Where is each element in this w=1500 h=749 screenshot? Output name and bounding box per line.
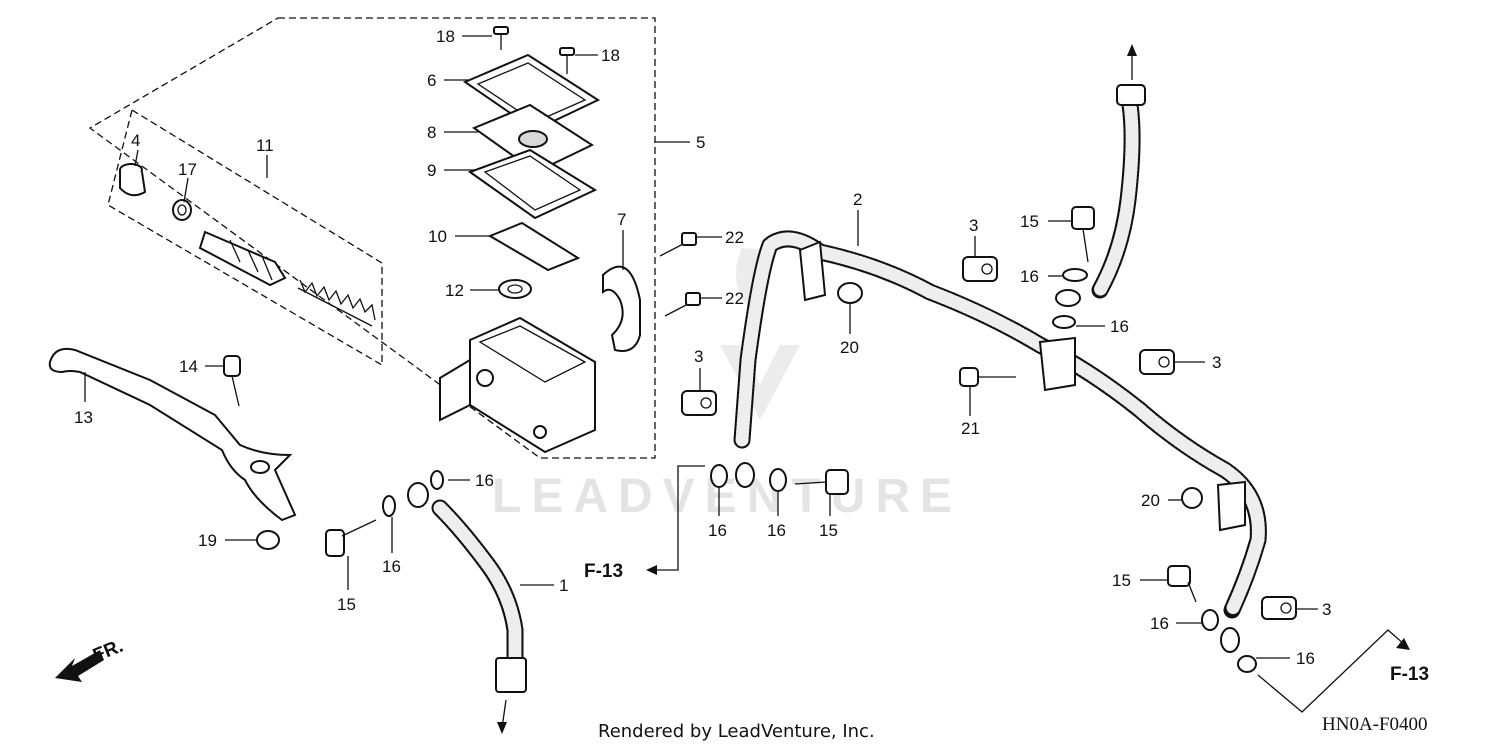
callout-12[interactable]: 12 <box>445 281 464 300</box>
bolt-22-lower[interactable] <box>664 292 701 317</box>
callout-20[interactable]: 20 <box>1141 491 1160 510</box>
circlip[interactable] <box>172 199 192 221</box>
reference-f13-left[interactable]: F-13 <box>584 561 623 582</box>
boot[interactable] <box>498 279 532 299</box>
callout-16[interactable]: 16 <box>1020 267 1039 286</box>
sealing-washer-upper-right-b[interactable] <box>1052 315 1076 329</box>
callout-9[interactable]: 9 <box>427 161 436 180</box>
diagram-code: HN0A-F0400 <box>1322 714 1428 735</box>
callout-16[interactable]: 16 <box>1110 317 1129 336</box>
boot-cap[interactable] <box>119 163 147 197</box>
callouts: 18 18 6 8 9 5 4 11 17 10 7 12 14 13 19 1… <box>74 27 1331 668</box>
nut-20-upper[interactable] <box>837 282 863 304</box>
callout-20[interactable]: 20 <box>840 338 859 357</box>
sealing-washer-center-a[interactable] <box>710 464 728 488</box>
callout-14[interactable]: 14 <box>179 357 198 376</box>
callout-13[interactable]: 13 <box>74 408 93 427</box>
nut-20-lower[interactable] <box>1181 487 1203 509</box>
callout-18[interactable]: 18 <box>436 27 455 46</box>
callout-16[interactable]: 16 <box>708 521 727 540</box>
sealing-washer-upper-right-a[interactable] <box>1062 268 1088 282</box>
hose-clamp-d[interactable] <box>1261 596 1297 620</box>
arrow-down-icon <box>497 722 507 734</box>
screw-18-left[interactable] <box>493 26 509 50</box>
callout-16[interactable]: 16 <box>475 471 494 490</box>
brake-hose-upper[interactable] <box>407 482 527 693</box>
callout-19[interactable]: 19 <box>198 531 217 550</box>
hose-clamp-b[interactable] <box>681 390 717 416</box>
pivot-bolt[interactable] <box>223 355 241 407</box>
callout-3[interactable]: 3 <box>1212 353 1221 372</box>
sealing-washer-center-b[interactable] <box>769 468 787 492</box>
leader-lines <box>84 35 1406 729</box>
piston-set-outline <box>107 108 383 367</box>
hose-clamp-c[interactable] <box>1139 349 1175 375</box>
callout-5[interactable]: 5 <box>696 133 705 152</box>
return-spring[interactable] <box>297 279 376 327</box>
callout-15[interactable]: 15 <box>337 595 356 614</box>
callout-22[interactable]: 22 <box>725 228 744 247</box>
callout-3[interactable]: 3 <box>1322 600 1331 619</box>
banjo-fitting-lower[interactable] <box>1220 627 1240 653</box>
arrow-right-icon <box>1396 638 1410 650</box>
banjo-fitting-middle[interactable] <box>735 462 755 488</box>
sealing-washer-left-a[interactable] <box>382 495 396 517</box>
callout-15[interactable]: 15 <box>1020 212 1039 231</box>
master-cylinder-kit-outline <box>88 17 656 459</box>
callout-3[interactable]: 3 <box>694 347 703 366</box>
reference-f13-right[interactable]: F-13 <box>1390 664 1429 685</box>
hose-clamp-a[interactable] <box>962 256 998 282</box>
front-direction-label: FR. <box>90 636 126 667</box>
oil-bolt-upper-right[interactable] <box>1071 206 1095 263</box>
arrow-left-icon <box>646 565 657 575</box>
callout-15[interactable]: 15 <box>819 521 838 540</box>
callout-16[interactable]: 16 <box>1150 614 1169 633</box>
callout-1[interactable]: 1 <box>559 576 568 595</box>
arrow-up-icon <box>1127 44 1137 56</box>
callout-21[interactable]: 21 <box>961 419 980 438</box>
oil-bolt-lower-right[interactable] <box>1167 565 1197 603</box>
callout-6[interactable]: 6 <box>427 71 436 90</box>
brake-lever[interactable] <box>48 347 297 522</box>
front-direction-arrow-icon <box>55 650 104 682</box>
sealing-washer-left-b[interactable] <box>430 470 444 490</box>
footer-credit: Rendered by LeadVenture, Inc. <box>598 721 875 742</box>
callout-17[interactable]: 17 <box>178 160 197 179</box>
oil-bolt-center[interactable] <box>794 469 849 495</box>
callout-10[interactable]: 10 <box>428 227 447 246</box>
callout-8[interactable]: 8 <box>427 123 436 142</box>
master-cylinder-body[interactable] <box>439 316 596 454</box>
callout-7[interactable]: 7 <box>617 210 626 229</box>
brake-hose-middle[interactable] <box>733 230 1267 619</box>
diaphragm[interactable] <box>467 148 598 220</box>
callout-18[interactable]: 18 <box>601 46 620 65</box>
sealing-washer-lower-right-a[interactable] <box>1201 609 1219 631</box>
callout-11[interactable]: 11 <box>256 136 274 155</box>
float-plate[interactable] <box>487 221 581 272</box>
callout-16[interactable]: 16 <box>382 557 401 576</box>
pivot-nut[interactable] <box>256 530 280 550</box>
bolt-22-upper[interactable] <box>659 232 697 257</box>
brake-hose-right[interactable] <box>1055 84 1146 307</box>
callout-16[interactable]: 16 <box>1296 649 1315 668</box>
master-cylinder-holder[interactable] <box>602 265 641 352</box>
callout-15[interactable]: 15 <box>1112 571 1131 590</box>
oil-bolt-left[interactable] <box>325 519 377 557</box>
callout-22[interactable]: 22 <box>725 289 744 308</box>
callout-16[interactable]: 16 <box>767 521 786 540</box>
callout-4[interactable]: 4 <box>131 131 140 150</box>
screw-18-right[interactable] <box>559 47 575 74</box>
callout-2[interactable]: 2 <box>853 190 862 209</box>
sealing-washer-lower-right-b[interactable] <box>1237 655 1257 673</box>
cap-plate[interactable] <box>471 103 595 174</box>
piston[interactable] <box>198 230 287 287</box>
bolt-21[interactable] <box>959 367 1016 387</box>
callout-3[interactable]: 3 <box>969 216 978 235</box>
